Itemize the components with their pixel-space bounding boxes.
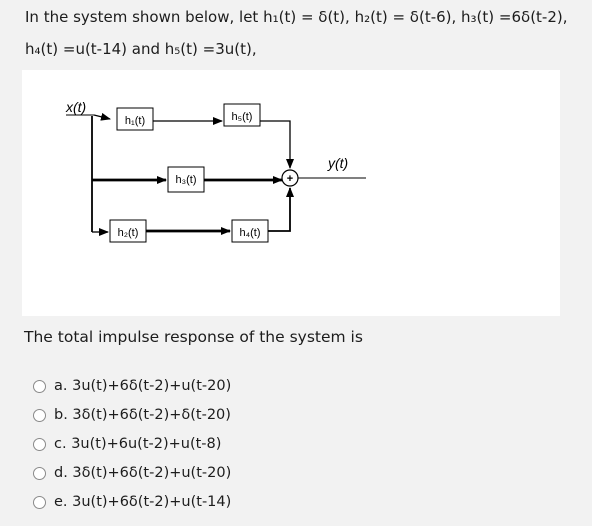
- diagram-panel: x(t) h₁(t) h₅(t) h₃(t) + y(t): [22, 70, 560, 316]
- block-diagram: x(t) h₁(t) h₅(t) h₃(t) + y(t): [65, 99, 366, 243]
- option-c-label: c. 3u(t)+6u(t-2)+u(t-8): [54, 436, 222, 452]
- wire-input-h1: [93, 112, 111, 121]
- option-c[interactable]: c. 3u(t)+6u(t-2)+u(t-8): [33, 436, 221, 452]
- block-h5: [223, 103, 261, 127]
- option-c-radio[interactable]: [33, 437, 46, 451]
- block-h4-label: h₄(t): [240, 227, 261, 239]
- block-h1: [116, 107, 154, 131]
- block-h1-label: h₁(t): [125, 115, 145, 127]
- question-line-1: In the system shown below, let h₁(t) = δ…: [25, 8, 568, 26]
- option-a-radio[interactable]: [33, 379, 46, 393]
- option-e[interactable]: e. 3u(t)+6δ(t-2)+u(t-14): [33, 494, 231, 510]
- option-b-radio[interactable]: [33, 408, 46, 422]
- block-h2-label: h₂(t): [118, 227, 139, 239]
- option-b[interactable]: b. 3δ(t)+6δ(t-2)+δ(t-20): [33, 407, 231, 423]
- question-stem: The total impulse response of the system…: [24, 328, 363, 346]
- option-e-radio[interactable]: [33, 495, 46, 509]
- option-d-radio[interactable]: [33, 466, 46, 480]
- question-line-2: h₄(t) =u(t-14) and h₅(t) =3u(t),: [25, 40, 257, 58]
- adder-symbol: +: [287, 173, 293, 185]
- option-b-label: b. 3δ(t)+6δ(t-2)+δ(t-20): [54, 407, 231, 423]
- block-h5-label: h₅(t): [232, 111, 253, 123]
- option-a-label: a. 3u(t)+6δ(t-2)+u(t-20): [54, 378, 232, 394]
- option-d-label: d. 3δ(t)+6δ(t-2)+u(t-20): [54, 465, 232, 481]
- wire-h5-adder: [260, 120, 294, 169]
- option-e-label: e. 3u(t)+6δ(t-2)+u(t-14): [54, 494, 232, 510]
- option-d[interactable]: d. 3δ(t)+6δ(t-2)+u(t-20): [33, 465, 231, 481]
- option-a[interactable]: a. 3u(t)+6δ(t-2)+u(t-20): [33, 378, 231, 394]
- block-h3-label: h₃(t): [176, 174, 197, 186]
- input-label: x(t): [65, 99, 86, 115]
- wire-h4-adder: [268, 187, 294, 232]
- output-label: y(t): [327, 155, 348, 171]
